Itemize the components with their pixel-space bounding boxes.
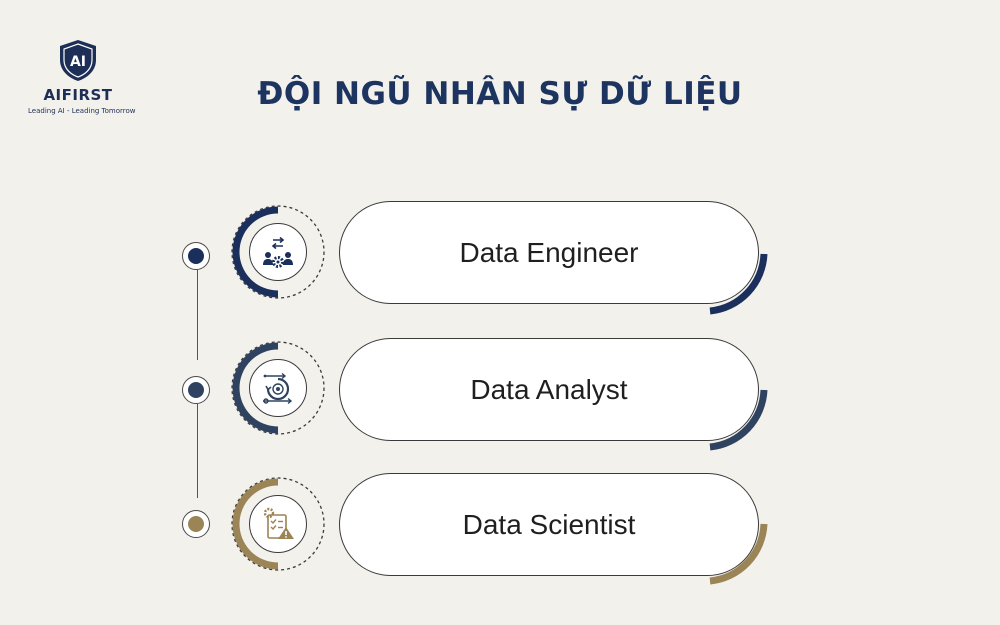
timeline-bullet: [182, 242, 210, 270]
brand-tagline: Leading AI - Leading Tomorrow: [28, 107, 136, 115]
role-emblem: [222, 468, 334, 580]
accent-swoosh: [709, 523, 768, 585]
role-label: Data Scientist: [462, 508, 636, 540]
role-emblem: [222, 332, 334, 444]
shield-logo-icon: AI: [60, 40, 96, 81]
role-card-data-analyst: Data Analyst: [339, 338, 759, 441]
role-card-data-engineer: Data Engineer: [339, 201, 759, 304]
checklist-gear-warning-icon: [263, 507, 294, 539]
page-title: ĐỘI NGŨ NHÂN SỰ DỮ LIỆU: [257, 76, 743, 112]
role-label: Data Analyst: [470, 373, 628, 405]
timeline-bullet: [182, 376, 210, 404]
brand-logo: AI AIFIRST Leading AI - Leading Tomorrow: [28, 38, 136, 115]
accent-swoosh: [709, 389, 768, 451]
team-exchange-gear-icon: [263, 236, 293, 268]
logo-mark-text: AI: [70, 54, 86, 70]
timeline-bullet: [182, 510, 210, 538]
role-emblem: [222, 196, 334, 308]
role-label: Data Engineer: [459, 236, 639, 268]
role-card-data-scientist: Data Scientist: [339, 473, 759, 576]
process-cycle-target-icon: [263, 372, 293, 405]
timeline-connector: [197, 404, 198, 498]
accent-swoosh: [709, 253, 768, 315]
brand-name: AIFIRST: [43, 86, 113, 104]
timeline-connector: [197, 270, 198, 360]
